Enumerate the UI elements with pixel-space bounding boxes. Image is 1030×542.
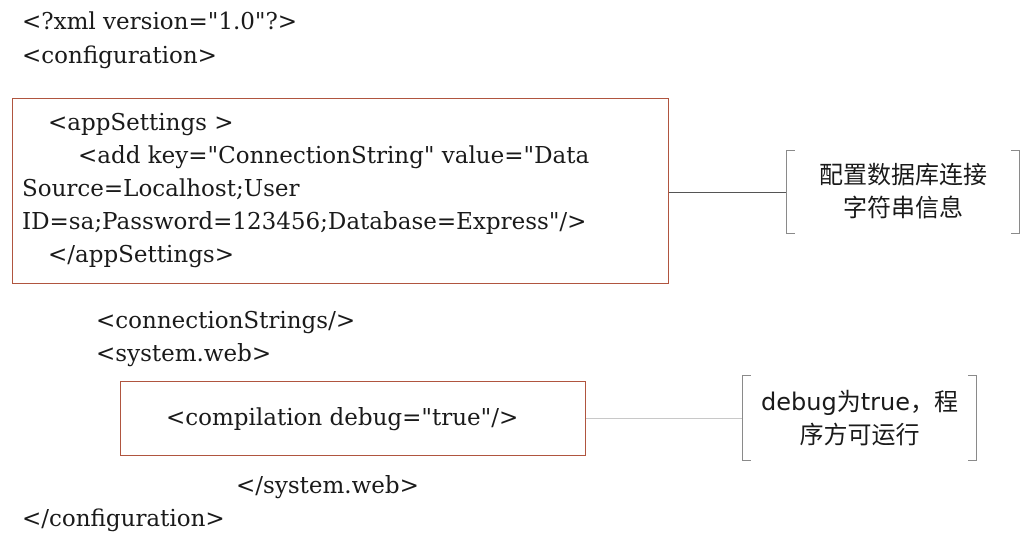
connection-callout-connector [669,192,786,193]
compilation-box [120,381,586,456]
add-connection-string-line-1: <add key="ConnectionString" value="Data [78,143,590,169]
connection-callout-line-2: 字符串信息 [843,194,963,222]
system-web-open-tag: <system.web> [96,341,272,367]
debug-callout-line-1: debug为true，程 [761,388,958,416]
callout-right-bracket [968,375,977,461]
debug-callout: debug为true，程 序方可运行 [742,375,977,461]
xml-declaration: <?xml version="1.0"?> [22,9,298,35]
callout-right-bracket [1011,150,1020,234]
callout-left-bracket [786,150,795,234]
add-connection-string-line-2: Source=Localhost;User [22,176,300,202]
configuration-close-tag: </configuration> [22,506,225,532]
appsettings-box [12,98,669,284]
appsettings-open-tag: <appSettings > [48,110,234,136]
connection-strings-tag: <connectionStrings/> [96,308,356,334]
connection-callout-line-1: 配置数据库连接 [819,161,987,189]
compilation-tag: <compilation debug="true"/> [166,405,519,431]
callout-left-bracket [742,375,751,461]
debug-callout-line-2: 序方可运行 [799,421,920,449]
debug-callout-connector [586,418,742,419]
add-connection-string-line-3: ID=sa;Password=123456;Database=Express"/… [22,209,587,235]
connection-string-callout: 配置数据库连接 字符串信息 [786,150,1020,234]
system-web-close-tag: </system.web> [236,473,419,499]
appsettings-close-tag: </appSettings> [48,242,234,268]
configuration-open-tag: <configuration> [22,43,217,69]
